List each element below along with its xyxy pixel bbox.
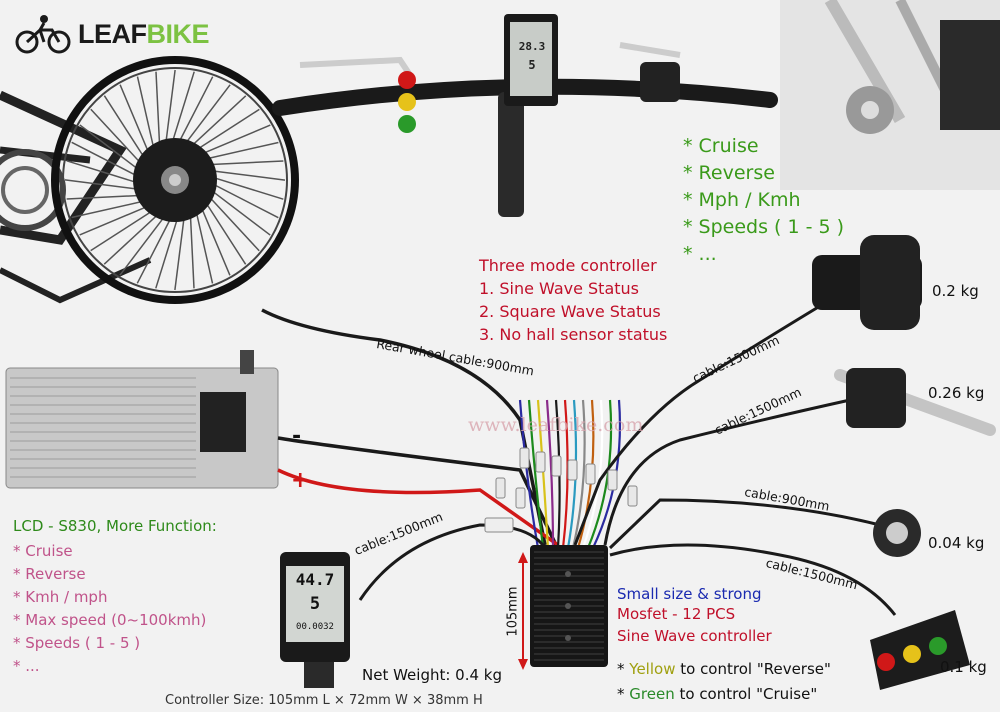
display-feature-list: * Cruise * Reverse * Mph / Kmh * Speeds … — [683, 133, 844, 268]
display-feature-item: * Mph / Kmh — [683, 189, 801, 211]
display-feature-item: * Reverse — [683, 162, 775, 184]
hub-motor-wheel-icon — [51, 56, 299, 304]
lcd-gear-reading: 5 — [309, 594, 321, 614]
function-switch-icon — [870, 610, 970, 690]
controller-mode-item: 1. Sine Wave Status — [479, 279, 640, 298]
bike-frame-icon — [0, 90, 152, 304]
controller-modes-title: Three mode controller — [479, 256, 657, 275]
green-control-note: * Green to control "Cruise" — [617, 685, 818, 703]
display-feature-item: * ... — [683, 243, 717, 265]
yellow-control-note: * Yellow to control "Reverse" — [617, 660, 831, 678]
pas-sensor-icon — [873, 509, 921, 557]
battery-pack-icon — [5, 350, 279, 489]
lcd-feature-list: * Cruise * Reverse * Kmh / mph * Max spe… — [13, 540, 206, 678]
controller-size: Controller Size: 105mm L × 72mm W × 38mm… — [165, 693, 483, 708]
lcd-feature-item: * Max speed (0~100kmh) — [13, 611, 207, 629]
lcd-feature-item: * Reverse — [13, 565, 86, 583]
handlebar-display-speed: 28.3 — [518, 40, 546, 53]
pas-weight: 0.04 kg — [928, 534, 985, 552]
brand-name: LEAFBIKE — [78, 18, 210, 49]
lcd-feature-item: * Speeds ( 1 - 5 ) — [13, 634, 141, 652]
battery-plus-sign: + — [291, 468, 310, 493]
lcd-title: LCD - S830, More Function: — [13, 517, 217, 535]
lcd-s830-device-icon — [280, 552, 350, 688]
controller-box-icon — [530, 545, 608, 667]
lcd-odo-reading: 00.0032 — [296, 622, 334, 632]
height-dimension-arrow — [518, 552, 528, 670]
controller-mode-item: 2. Square Wave Status — [479, 302, 661, 321]
switch-weight: 0.1 kg — [940, 658, 987, 676]
controller-line-2: Mosfet - 12 PCS — [617, 605, 736, 623]
controller-mode-item: 3. No hall sensor status — [479, 325, 668, 344]
lcd-feature-item: * Kmh / mph — [13, 588, 108, 606]
controller-modes: Three mode controller 1. Sine Wave Statu… — [479, 254, 667, 346]
controller-height-label: 105mm — [505, 586, 521, 637]
controller-line-1: Small size & strong — [617, 585, 762, 603]
lcd-feature-item: * ... — [13, 657, 40, 675]
handlebar-display-gear: 5 — [528, 58, 536, 72]
lcd-feature-item: * Cruise — [13, 542, 73, 560]
cyclist-icon — [15, 15, 71, 54]
controller-weight: Net Weight: 0.4 kg — [362, 666, 503, 684]
display-feature-item: * Cruise — [683, 135, 759, 157]
controller-description: Small size & strong Mosfet - 12 PCS Sine… — [617, 585, 772, 647]
fork-detail-icon — [780, 0, 1000, 190]
throttle-grip-icon — [812, 235, 922, 330]
display-feature-item: * Speeds ( 1 - 5 ) — [683, 216, 845, 238]
lcd-speed-reading: 44.7 — [295, 570, 335, 589]
brake-weight: 0.26 kg — [928, 384, 985, 402]
controller-line-3: Sine Wave controller — [617, 627, 772, 645]
brand-logo[interactable]: LEAFBIKE — [14, 14, 210, 54]
throttle-weight: 0.2 kg — [932, 282, 979, 300]
watermark-text: www.leafbike.com — [468, 414, 644, 436]
battery-minus-sign: - — [292, 424, 302, 449]
brake-lever-icon — [834, 368, 996, 436]
